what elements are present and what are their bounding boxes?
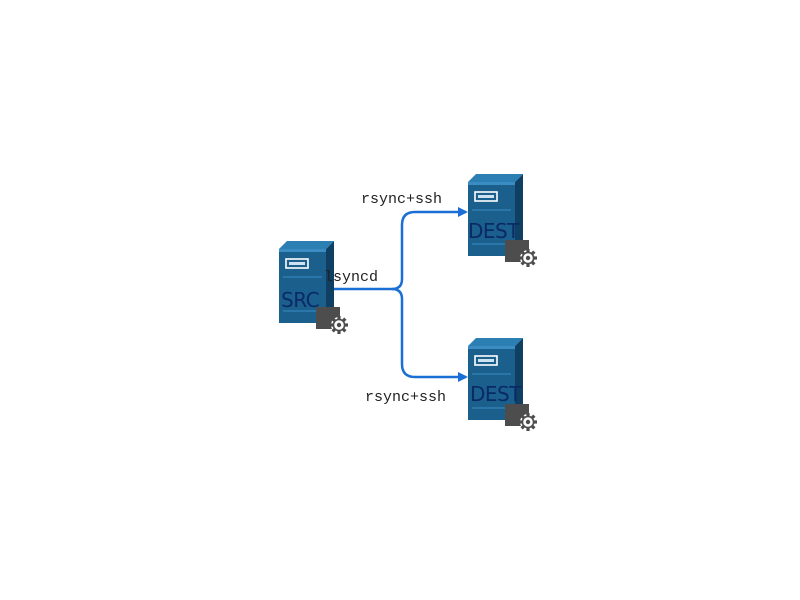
src-server-label: SRC <box>281 288 319 312</box>
edge-label-rsync-top: rsync+ssh <box>361 191 442 208</box>
dest-server-bottom: DEST <box>467 337 538 432</box>
dest-server-top: DEST <box>467 173 538 268</box>
edge-to-bottom-dest <box>391 287 468 382</box>
src-server: SRC <box>278 240 349 335</box>
edge-label-lsyncd: lsyncd <box>324 269 378 286</box>
dest-server-bottom-label: DEST <box>470 382 522 406</box>
dest-server-top-label: DEST <box>468 219 520 243</box>
edges-group <box>333 207 468 382</box>
edge-label-rsync-bottom: rsync+ssh <box>365 389 446 406</box>
edge-to-top-dest <box>391 207 468 291</box>
